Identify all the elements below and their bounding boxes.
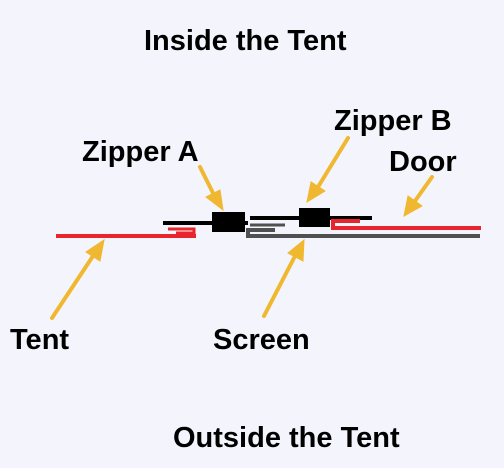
inside-tent-label: Inside the Tent (144, 25, 347, 57)
tent-arrow (50, 238, 105, 320)
zipper-b-slider (299, 208, 330, 227)
door-arrow (403, 175, 434, 217)
zipper-b-label: Zipper B (334, 105, 452, 137)
zipper-a-arrow (198, 165, 224, 212)
outside-tent-label: Outside the Tent (173, 422, 400, 454)
door-fabric (331, 219, 481, 230)
zipper-a-slider (212, 212, 245, 232)
tent-label: Tent (10, 324, 70, 356)
zipper-a-label: Zipper A (82, 136, 199, 168)
screen-label: Screen (213, 324, 310, 356)
screen-fabric (246, 223, 480, 238)
tent-fabric (56, 227, 196, 238)
door-label: Door (389, 146, 457, 178)
screen-arrow (262, 238, 305, 318)
zipper-b-arrow (306, 136, 350, 204)
